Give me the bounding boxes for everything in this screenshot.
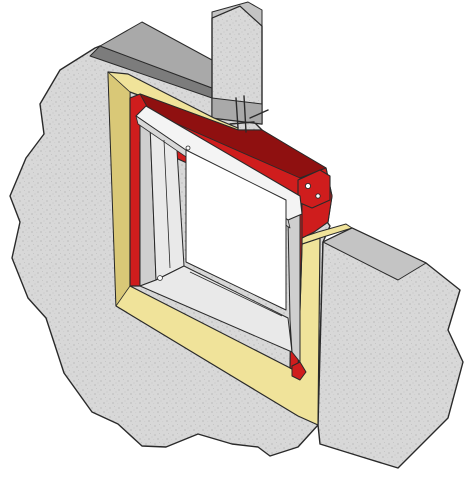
mounting-fixings <box>229 95 269 133</box>
right-wall-slab-top <box>322 227 427 281</box>
inner-frame-details <box>157 139 283 317</box>
upper-wall-column-side <box>211 1 263 27</box>
corner-bracket <box>297 169 331 209</box>
damper-opening <box>185 149 287 311</box>
inner-frame-bottom <box>139 265 293 353</box>
corner-bracket-lower <box>291 361 307 381</box>
